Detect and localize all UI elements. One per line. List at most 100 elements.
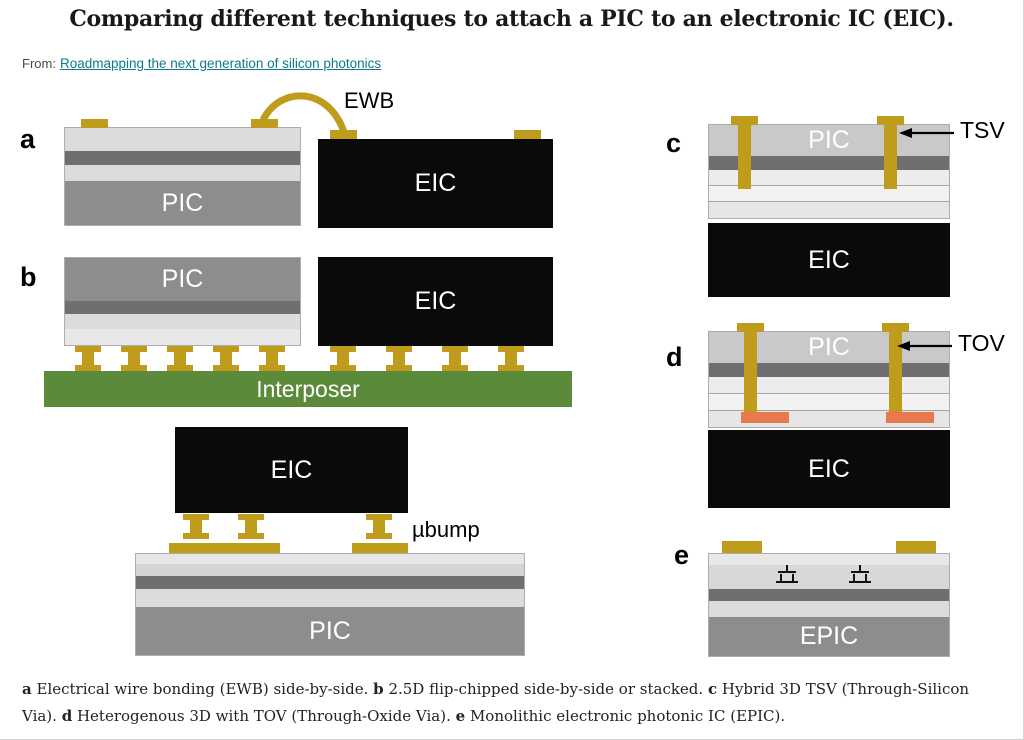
panel-b-stacked-pic-chip: PIC [135,553,525,656]
transistor-icon [776,565,798,583]
tov-landing-pad [886,412,934,423]
panel-letter-d: d [666,342,683,372]
micro-bump [366,514,392,539]
interposer-label: Interposer [256,375,360,402]
caption-part: d Heterogenous 3D with TOV (Through-Oxid… [62,707,456,725]
solder-bump [259,346,285,371]
device-layer [136,576,524,589]
via-top-pad [882,323,909,332]
eic-label: EIC [270,455,313,484]
caption-text: Hybrid 3D TSV (Through-Silicon Via). [22,680,970,725]
panel-b-stacked-eic-chip: EIC [175,427,408,513]
tov-label: TOV [958,330,1005,356]
panel-d-eic-chip: EIC [708,430,950,508]
bond-pad [722,541,762,554]
figure-title: Comparing different techniques to attach… [69,6,954,32]
bond-pad [330,130,357,139]
ewb-label: EWB [344,88,395,113]
tsv-arrow-icon [899,128,954,138]
micro-bump [183,514,209,539]
caption-letter: e [455,707,466,725]
panel-b-eic-chip: EIC [318,257,553,346]
tov-via [744,328,757,416]
source-article-link[interactable]: Roadmapping the next generation of silic… [59,56,382,71]
solder-bump [442,346,468,371]
panel-a-pic-chip: PIC [64,119,301,226]
caption-text: 2.5D flip-chipped side-by-side or stacke… [383,680,708,698]
panel-b-pic-chip: PIC [64,257,301,346]
oxide-layer [65,128,300,151]
oxide-layer [65,329,300,345]
from-label: From: [22,56,56,71]
caption-letter: c [707,680,718,698]
caption-text: Electrical wire bonding (EWB) side-by-si… [31,680,374,698]
oxide-layer [709,601,949,617]
caption-part: a Electrical wire bonding (EWB) side-by-… [22,680,373,698]
bond-pad [81,119,108,128]
panel-e-epic-chip: EPIC [708,553,950,657]
oxide-layer [709,202,949,218]
solder-bump [75,346,101,371]
eic-label: EIC [808,454,850,483]
tsv-via [738,121,751,189]
panel-letter-c: c [666,128,682,158]
caption-part: b 2.5D flip-chipped side-by-side or stac… [373,680,708,698]
epic-substrate-label: EPIC [709,617,949,656]
oxide-layer [709,554,949,565]
solder-bump [167,346,193,371]
caption-text: Monolithic electronic photonic IC (EPIC)… [465,707,786,725]
interposer-bar: Interposer [44,371,572,407]
caption-letter: b [373,680,384,698]
figure-caption: a Electrical wire bonding (EWB) side-by-… [22,676,1002,730]
bond-pad [251,119,278,128]
solder-bump [330,346,356,371]
eic-label: EIC [414,287,457,315]
device-layer [709,589,949,601]
caption-part: c Hybrid 3D TSV (Through-Silicon Via). [22,680,969,725]
oxide-layer [709,186,949,202]
ubump-label: µbump [412,517,480,542]
bond-pad [514,130,541,139]
pic-substrate-label: PIC [136,607,524,655]
device-layer [65,301,300,314]
oxide-layer [136,554,524,564]
tsv-label: TSV [960,117,1005,143]
oxide-layer [136,564,524,576]
solder-bump [386,346,412,371]
bond-pad [896,541,936,554]
wire-bond-arc [259,92,348,134]
eic-label: EIC [808,245,850,274]
device-layer [65,151,300,165]
panel-c-eic-chip: EIC [708,223,950,297]
solder-bump [121,346,147,371]
bond-pad [352,543,408,553]
bond-pad [224,543,280,553]
panel-letter-e: e [674,540,690,570]
oxide-layer [65,165,300,181]
solder-bump [498,346,524,371]
solder-bump [213,346,239,371]
via-top-pad [737,323,764,332]
caption-text: Heterogenous 3D with TOV (Through-Oxide … [72,707,456,725]
tov-landing-pad [741,412,789,423]
tov-via [889,328,902,416]
bond-pad [169,543,225,553]
micro-bump [238,514,264,539]
source-line: From:Roadmapping the next generation of … [22,56,381,71]
caption-letter: a [22,680,32,698]
tsv-via [884,121,897,189]
caption-letter: d [61,707,73,725]
panel-a-eic-chip: EIC [318,130,553,228]
transistor-layer [709,565,949,589]
via-top-pad [877,116,904,125]
via-top-pad [731,116,758,125]
pic-substrate-label: PIC [65,258,300,301]
panel-letter-a: a [20,124,36,154]
oxide-layer [65,314,300,329]
eic-label: EIC [414,169,457,197]
oxide-layer [136,589,524,607]
panel-letter-b: b [20,262,37,292]
caption-part: e Monolithic electronic photonic IC (EPI… [456,707,786,725]
pic-substrate-label: PIC [65,181,300,225]
